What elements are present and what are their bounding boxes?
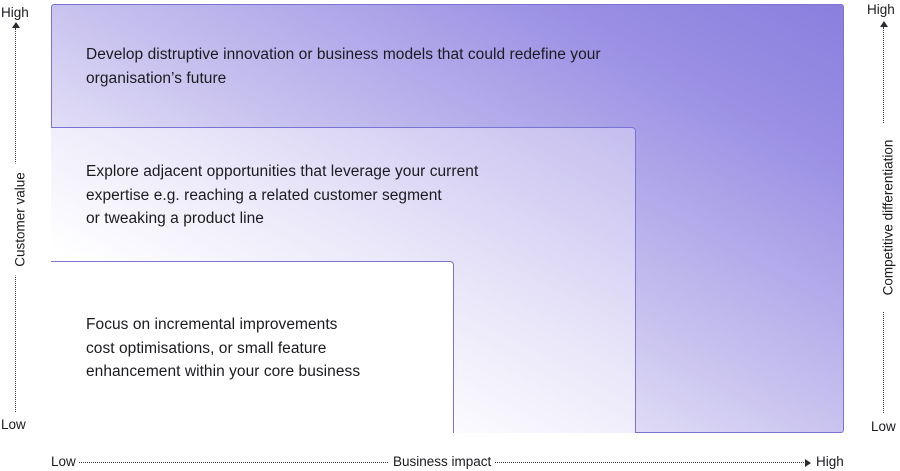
inner-tier-text: Focus on incremental improvements cost o…	[86, 313, 360, 384]
bottom-axis-label: Business impact	[389, 454, 496, 469]
right-axis-low-label: Low	[871, 419, 896, 434]
inner-tier-line-2: cost optimisations, or small feature	[86, 339, 327, 357]
right-axis-arrow-icon	[880, 21, 888, 27]
outer-tier-text: Develop distruptive innovation or busine…	[86, 43, 601, 90]
outer-tier-line-1: Develop distruptive innovation or busine…	[86, 46, 601, 63]
bottom-axis-low-label: Low	[51, 454, 76, 469]
middle-tier-text: Explore adjacent opportunities that leve…	[86, 160, 478, 231]
middle-tier-line-1: Explore adjacent opportunities that leve…	[86, 163, 479, 180]
right-axis-high-label: High	[867, 2, 895, 17]
inner-tier-line-1: Focus on incremental improvements	[86, 316, 338, 333]
bottom-axis-arrow-icon	[805, 459, 811, 467]
middle-tier-line-3: or tweaking a product line	[86, 210, 264, 227]
right-axis-label: Competitive differentiation	[877, 123, 899, 312]
inner-tier-line-3: enhancement within your core business	[86, 363, 361, 380]
left-axis-high-label: High	[1, 5, 29, 20]
left-axis-label: Customer value	[9, 163, 31, 276]
outer-tier-line-2: organisation’s future	[86, 69, 227, 87]
inner-tier-box	[51, 261, 454, 433]
left-axis-arrow-icon	[12, 22, 20, 28]
bottom-axis-high-label: High	[816, 454, 844, 469]
middle-tier-line-2: expertise e.g. reaching a related custom…	[86, 186, 442, 204]
left-axis-low-label: Low	[1, 417, 26, 432]
